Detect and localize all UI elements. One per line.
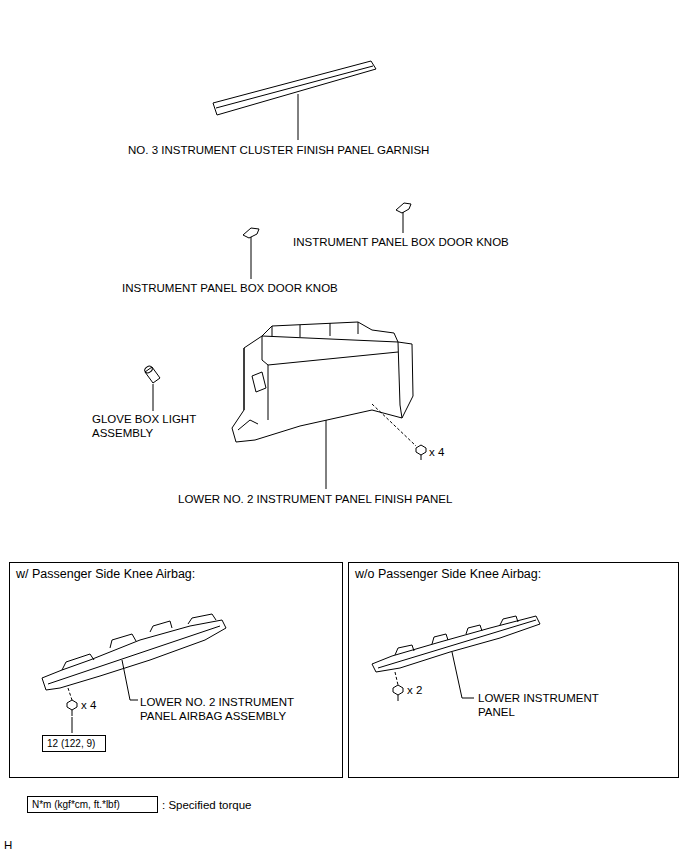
panel-heading: w/o Passenger Side Knee Airbag:	[355, 567, 541, 582]
screw-path	[372, 404, 416, 446]
variant-panel: w/o Passenger Side Knee Airbag:	[348, 562, 679, 778]
light-part	[144, 365, 154, 375]
garnish-edge	[216, 66, 373, 108]
variant-panel: w/ Passenger Side Knee Airbag: 12 (122, 9…	[9, 562, 343, 778]
leader-line	[251, 237, 252, 279]
part-name: LOWER INSTRUMENT PANEL	[478, 691, 618, 719]
part-name: GLOVE BOX LIGHT ASSEMBLY	[92, 412, 210, 440]
quantity: x 2	[407, 683, 422, 697]
lower-panel-part	[378, 620, 536, 668]
leader-line	[122, 660, 138, 700]
glovebox-part	[268, 352, 398, 365]
airbag-part	[48, 626, 220, 684]
screw-path	[395, 672, 398, 685]
glovebox-part	[238, 420, 258, 430]
lower-panel-part	[395, 616, 518, 655]
leader-line	[153, 384, 154, 411]
part-name: NO. 3 INSTRUMENT CLUSTER FINISH PANEL GA…	[128, 143, 429, 157]
screw-symbol	[416, 445, 426, 455]
glovebox-part	[272, 322, 358, 338]
figure-code: H	[4, 838, 12, 852]
knob-part	[243, 228, 259, 238]
airbag-part	[62, 614, 216, 670]
knob-part	[396, 203, 411, 213]
legend-box: N*m (kgf*cm, ft.*lbf): Specified torque	[27, 796, 158, 813]
screw-symbol	[421, 455, 422, 460]
glovebox-part	[232, 336, 413, 442]
leader-line	[72, 717, 73, 733]
quantity: x 4	[429, 445, 444, 459]
part-name: INSTRUMENT PANEL BOX DOOR KNOB	[122, 281, 338, 295]
leader-line	[403, 212, 404, 233]
legend-sample: N*m (kgf*cm, ft.*lbf)	[32, 799, 120, 810]
torque-box: 12 (122, 9)	[42, 735, 106, 752]
legend-text: : Specified torque	[162, 798, 252, 812]
part-name: INSTRUMENT PANEL BOX DOOR KNOB	[293, 235, 509, 249]
leader-line	[298, 94, 299, 140]
screw-path	[68, 688, 72, 700]
glovebox-part	[398, 342, 402, 418]
leader-line	[326, 420, 327, 489]
glovebox-part	[244, 336, 268, 420]
screw-symbol	[398, 695, 399, 701]
lower-panel-part	[372, 616, 540, 672]
leader-line	[452, 652, 474, 698]
quantity: x 4	[81, 698, 96, 712]
glovebox-part	[252, 372, 266, 392]
part-name: LOWER NO. 2 INSTRUMENT PANEL AIRBAG ASSE…	[140, 695, 320, 723]
screw-symbol	[393, 685, 403, 695]
part-name: LOWER NO. 2 INSTRUMENT PANEL FINISH PANE…	[178, 492, 452, 506]
garnish-part	[213, 61, 376, 115]
torque-value: 12 (122, 9)	[47, 738, 95, 749]
screw-symbol	[72, 710, 73, 716]
panel-heading: w/ Passenger Side Knee Airbag:	[16, 567, 195, 582]
airbag-part	[42, 620, 226, 690]
screw-symbol	[67, 700, 77, 710]
